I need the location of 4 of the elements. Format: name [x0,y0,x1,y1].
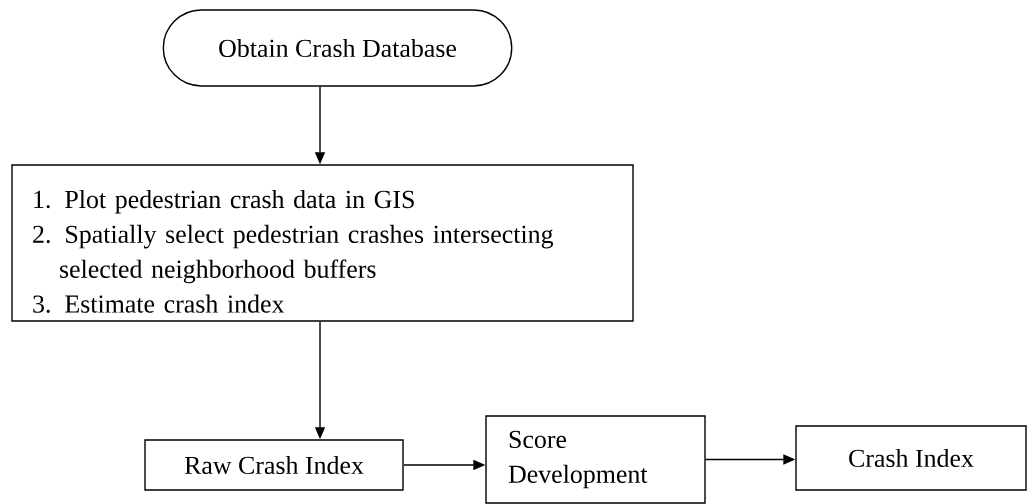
process-box: 1. Plot pedestrian crash data in GIS 2. Spatially select pedestrian crashes intersecting selected neighborhood buffers 3. Estimate crash index [11,164,634,322]
process-box: Score Development [485,415,706,504]
process-box: Raw Crash Index [144,439,404,491]
process-box: Crash Index [795,425,1027,491]
